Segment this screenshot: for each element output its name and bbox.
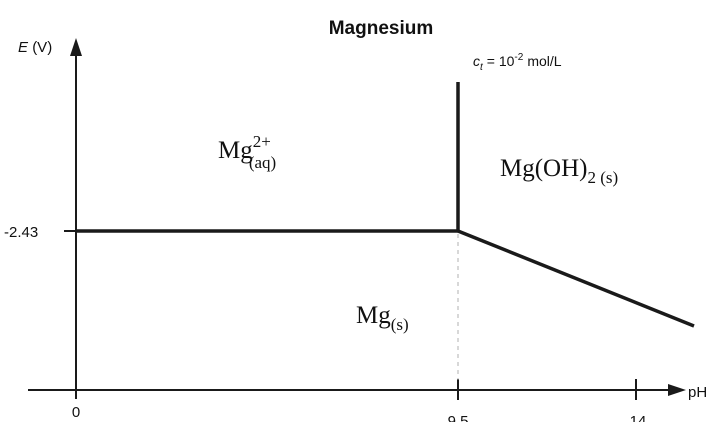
x-tick-label-9.5: 9.5 <box>448 413 469 422</box>
hydroxide-metal-boundary <box>457 229 695 328</box>
region-label-mg-metal: Mg(s) <box>356 302 409 334</box>
x-axis-arrowhead <box>668 384 686 396</box>
x-axis-label: pH <box>688 384 707 401</box>
region-label-mg-hydroxide: Mg(OH)2 (s) <box>500 155 618 187</box>
y-tick-label: -2.43 <box>4 224 38 241</box>
region-label-mg-ion: Mg2+(aq) <box>218 132 276 172</box>
y-axis-label: E (V) <box>18 39 52 56</box>
diagram-title: Magnesium <box>329 18 434 39</box>
x-tick-label-14: 14 <box>630 413 647 422</box>
x-tick-label-0: 0 <box>72 404 80 421</box>
y-axis-arrowhead <box>70 38 82 56</box>
